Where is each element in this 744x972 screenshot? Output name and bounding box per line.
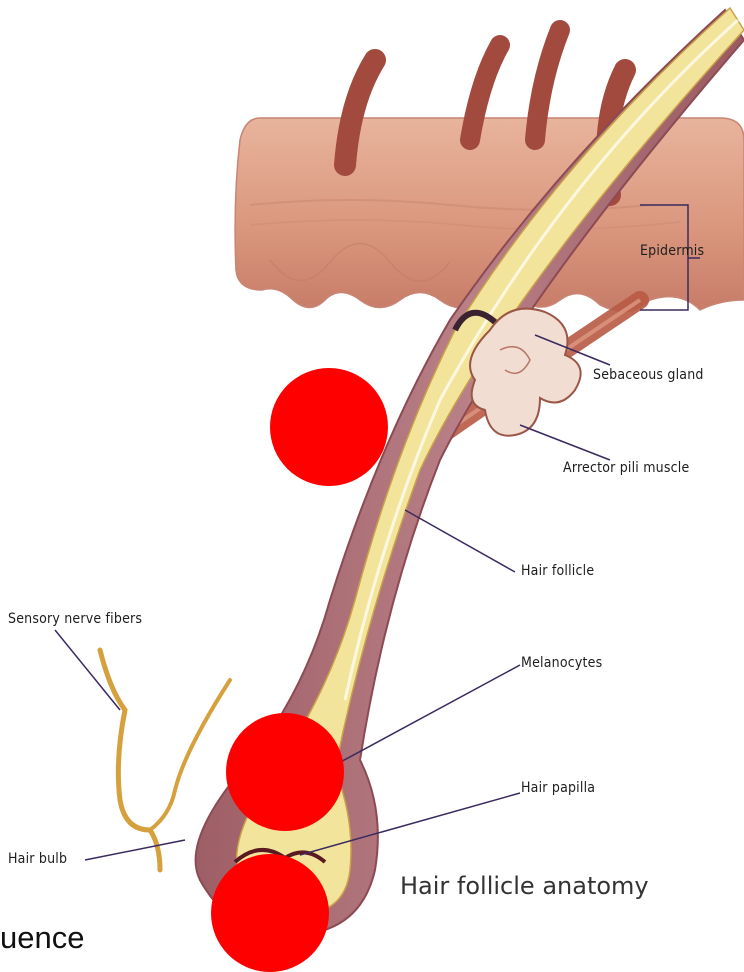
text-fragment: uence — [0, 920, 84, 956]
label-hair-follicle: Hair follicle — [521, 563, 594, 579]
red-marker — [270, 368, 388, 486]
leader-sensory — [55, 630, 120, 710]
label-sebaceous-gland: Sebaceous gland — [593, 367, 704, 383]
label-sensory-nerve-fibers: Sensory nerve fibers — [8, 611, 142, 627]
figure-caption: Hair follicle anatomy — [400, 872, 649, 900]
leader-hair-bulb — [85, 840, 185, 860]
red-marker — [211, 854, 329, 972]
leader-hair-follicle — [405, 510, 515, 572]
leader-arrector — [520, 425, 610, 460]
label-arrector-pili-muscle: Arrector pili muscle — [563, 460, 689, 476]
label-hair-papilla: Hair papilla — [521, 780, 595, 796]
label-hair-bulb: Hair bulb — [8, 851, 67, 867]
label-melanocytes: Melanocytes — [521, 655, 602, 671]
red-marker — [226, 713, 344, 831]
label-epidermis: Epidermis — [640, 243, 704, 259]
